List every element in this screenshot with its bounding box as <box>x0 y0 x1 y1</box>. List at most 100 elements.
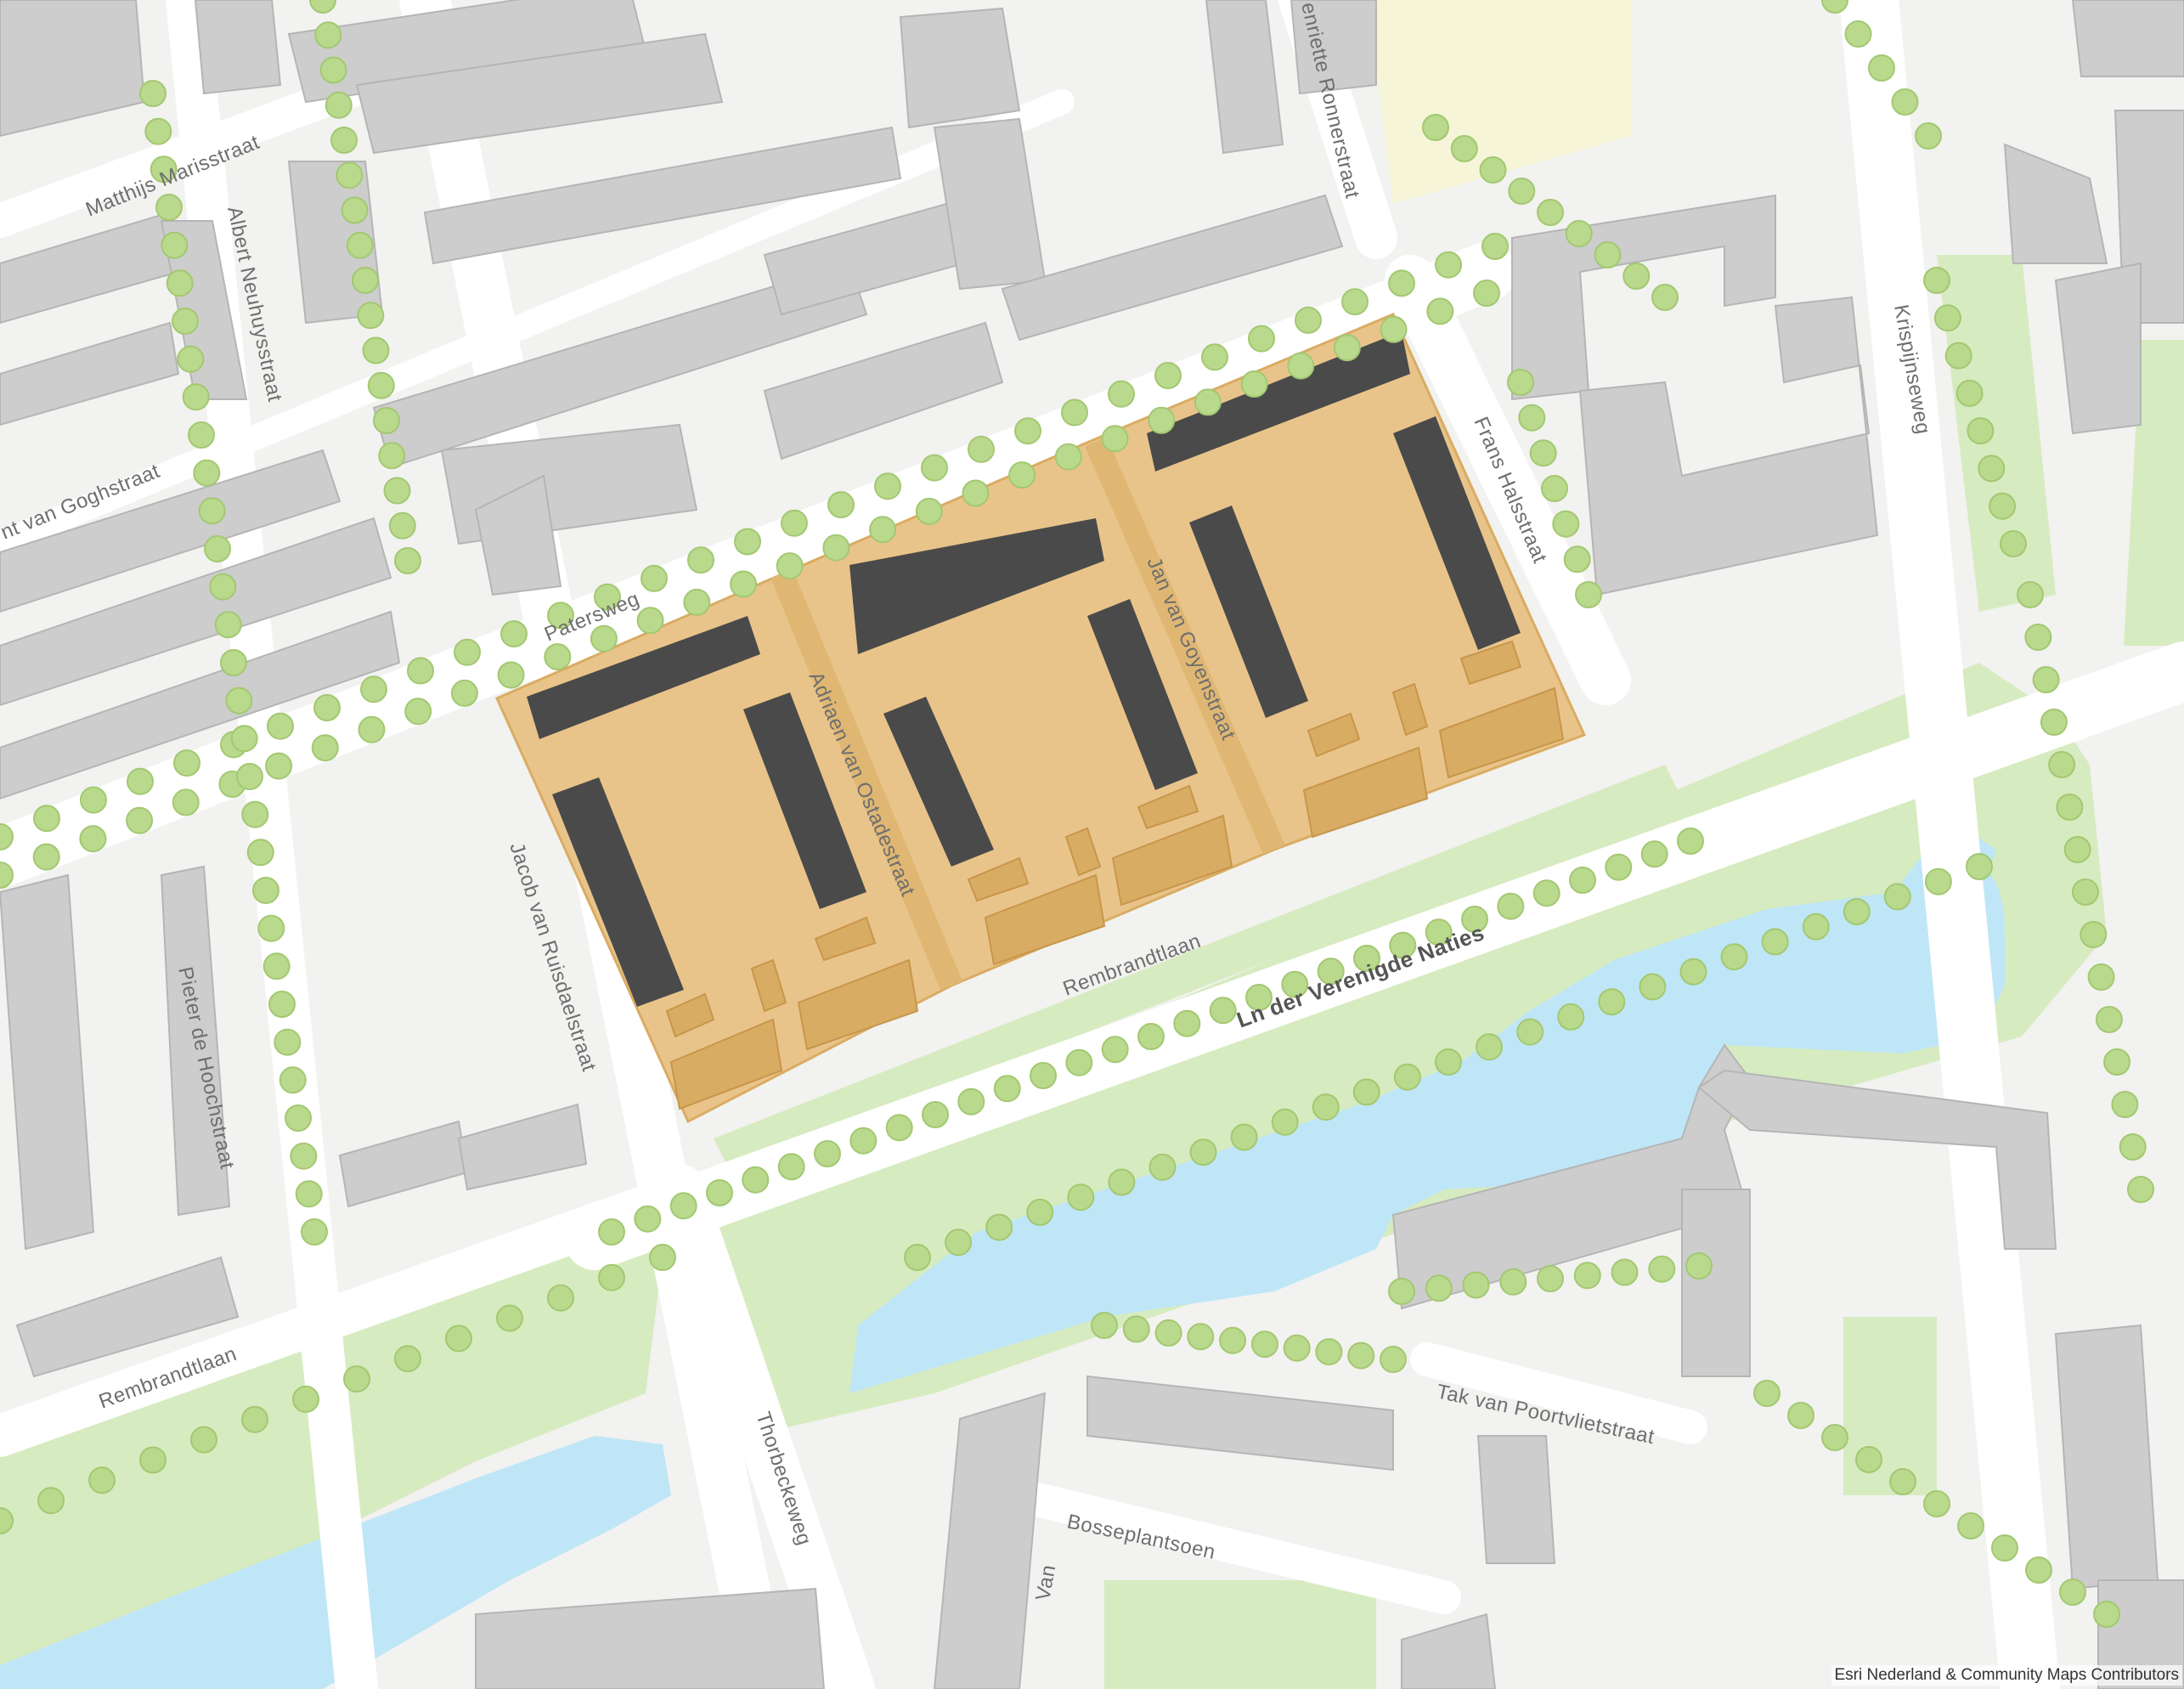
tree-icon <box>1575 581 1602 608</box>
tree-icon <box>1685 1252 1713 1279</box>
tree-icon <box>962 479 990 507</box>
tree-icon <box>706 1179 733 1206</box>
new-building-block <box>743 692 866 909</box>
tree-icon <box>1248 325 1275 353</box>
tree-icon <box>1187 1323 1215 1351</box>
tree-icon <box>404 698 432 726</box>
tree-icon <box>1054 443 1082 471</box>
tree-icon <box>1122 1315 1150 1343</box>
park-south-east <box>1843 1317 1937 1495</box>
building <box>457 1103 588 1191</box>
tree-icon <box>190 1426 217 1454</box>
tree-icon <box>1933 304 1961 332</box>
tree-icon <box>193 459 221 487</box>
tree-icon <box>319 56 347 84</box>
tree-icon <box>292 1385 319 1413</box>
tree-icon <box>246 839 274 867</box>
tree-icon <box>1425 918 1453 946</box>
tree-icon <box>1978 455 2006 483</box>
tree-icon <box>309 0 336 14</box>
tree-icon <box>849 1127 878 1155</box>
tree-icon <box>1957 1512 1984 1539</box>
existing-building <box>1438 686 1565 779</box>
tree-icon <box>1209 997 1237 1025</box>
tree-icon <box>1532 879 1560 907</box>
tree-icon <box>172 788 200 816</box>
tree-icon <box>2059 1579 2086 1606</box>
tree-icon <box>1108 1168 1136 1196</box>
tree-icon <box>285 1104 312 1132</box>
tree-icon <box>1148 406 1176 434</box>
tree-icon <box>1353 945 1380 972</box>
existing-building <box>1391 682 1429 737</box>
building <box>1681 1189 1751 1377</box>
tree-icon <box>1461 906 1488 933</box>
tree-icon <box>126 806 154 834</box>
existing-building <box>1306 712 1361 758</box>
tree-icon <box>945 1229 973 1257</box>
tree-icon <box>2048 751 2076 778</box>
tree-icon <box>1844 20 1872 48</box>
project-inner-street <box>1085 437 1285 855</box>
tree-icon <box>1923 267 1950 294</box>
tree-icon <box>214 611 242 639</box>
tree-icon <box>139 80 166 107</box>
tree-icon <box>1462 1271 1490 1299</box>
project-buildings-new <box>527 331 1521 1007</box>
tree-icon <box>1026 1198 1054 1226</box>
tree-icon <box>869 516 897 544</box>
tree-icon <box>1821 1424 1848 1451</box>
tree-icon <box>80 786 107 814</box>
tree-icon <box>649 1244 676 1271</box>
tree-icon <box>1250 1330 1278 1359</box>
tree-icon <box>1552 510 1580 538</box>
tree-icon <box>343 1365 370 1393</box>
tree-icon <box>33 805 60 833</box>
tree-icon <box>1573 1262 1601 1290</box>
building <box>160 220 248 400</box>
tree-icon <box>1067 1183 1095 1212</box>
existing-building <box>967 856 1030 902</box>
tree-icon <box>814 1140 841 1167</box>
tree-icon <box>2087 963 2115 991</box>
park-boulevard-strip <box>714 765 1682 1172</box>
new-building-block <box>1087 599 1198 790</box>
tree-icon <box>669 1192 697 1220</box>
new-building-block <box>1393 416 1521 650</box>
tree-icon <box>1315 1338 1343 1366</box>
tree-icon <box>1966 853 1993 880</box>
tree-icon <box>641 564 668 592</box>
tree-icon <box>394 547 421 574</box>
tree-icon <box>1194 388 1222 416</box>
building <box>1476 1435 1556 1564</box>
canal-east <box>849 833 2005 1393</box>
building <box>1001 194 1344 342</box>
tree-icon <box>1889 1468 1916 1495</box>
tree-icon <box>352 267 379 294</box>
tree-icon <box>378 442 406 470</box>
tree-icon <box>1639 973 1667 1001</box>
existing-building <box>750 958 787 1013</box>
tree-icon <box>547 602 574 630</box>
building <box>474 474 562 596</box>
tree-icon <box>1944 342 1972 370</box>
tree-icon <box>687 546 714 574</box>
tree-icon <box>1967 417 1995 445</box>
tree-icon <box>1915 122 1942 150</box>
tree-icon <box>1173 1009 1201 1037</box>
tree-icon <box>2040 709 2068 736</box>
building <box>2097 1579 2184 1689</box>
tree-icon <box>1843 898 1871 926</box>
building <box>1401 1613 1497 1689</box>
tree-icon <box>220 649 247 676</box>
tree-icon <box>383 477 411 505</box>
tree-icon <box>1230 1123 1258 1151</box>
tree-icon <box>1679 957 1707 986</box>
tree-icon <box>1435 251 1462 279</box>
tree-icon <box>1380 1346 1407 1373</box>
tree-icon <box>1341 288 1369 316</box>
tree-icon <box>968 435 995 463</box>
building <box>1205 0 1284 155</box>
building <box>933 1392 1047 1689</box>
